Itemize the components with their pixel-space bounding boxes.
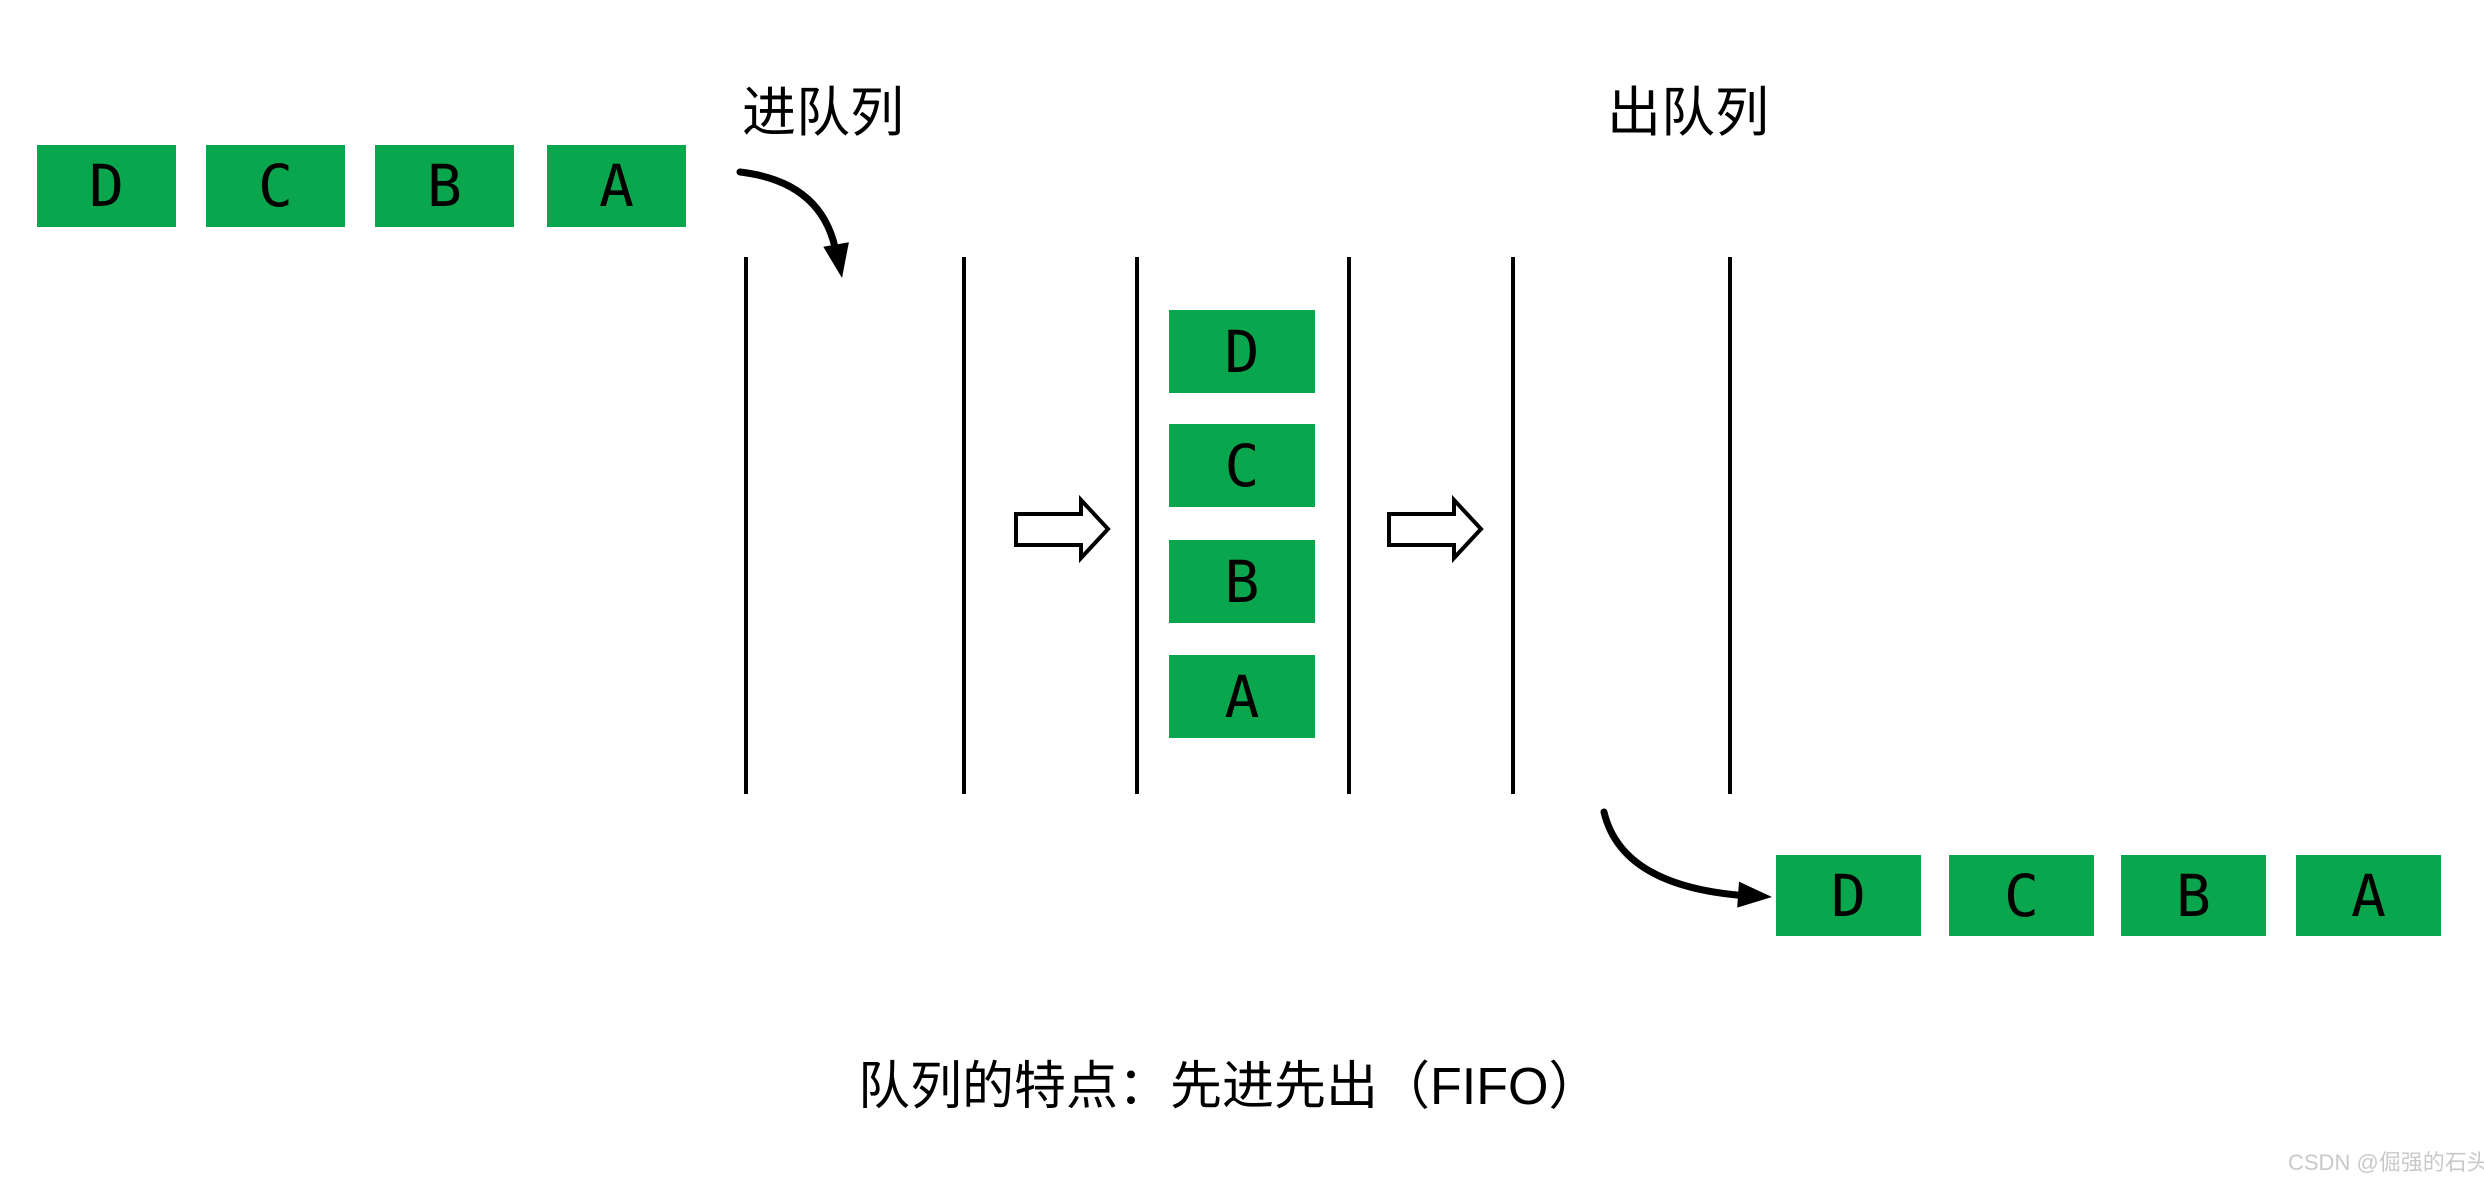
- watermark: CSDN @倔强的石头_: [2288, 1150, 2484, 1175]
- queued-item-b: B: [1169, 540, 1315, 623]
- enqueue-curved-arrow-icon: [736, 168, 841, 262]
- dequeue-arrowhead-icon: [1737, 881, 1772, 908]
- incoming-item-c: C: [206, 145, 345, 227]
- dequeue-label: 出队列: [1607, 83, 1769, 143]
- incoming-item-a: A: [547, 145, 686, 227]
- incoming-item-d: D: [37, 145, 176, 227]
- flow-arrow-left-icon: [1014, 494, 1111, 564]
- outgoing-item-c: C: [1949, 855, 2094, 936]
- queued-item-d: D: [1169, 310, 1315, 393]
- queued-item-c: C: [1169, 424, 1315, 507]
- queued-item-a: A: [1169, 655, 1315, 738]
- outgoing-item-b: B: [2121, 855, 2266, 936]
- incoming-item-b: B: [375, 145, 514, 227]
- diagram-caption: 队列的特点：先进先出（FIFO）: [858, 1058, 1601, 1116]
- outgoing-item-a: A: [2296, 855, 2441, 936]
- enqueue-label: 进队列: [742, 83, 904, 143]
- enqueue-arrowhead-icon: [823, 242, 849, 278]
- dequeue-curved-arrow-icon: [1600, 808, 1754, 900]
- flow-arrow-right-icon: [1387, 494, 1484, 564]
- outgoing-item-d: D: [1776, 855, 1921, 936]
